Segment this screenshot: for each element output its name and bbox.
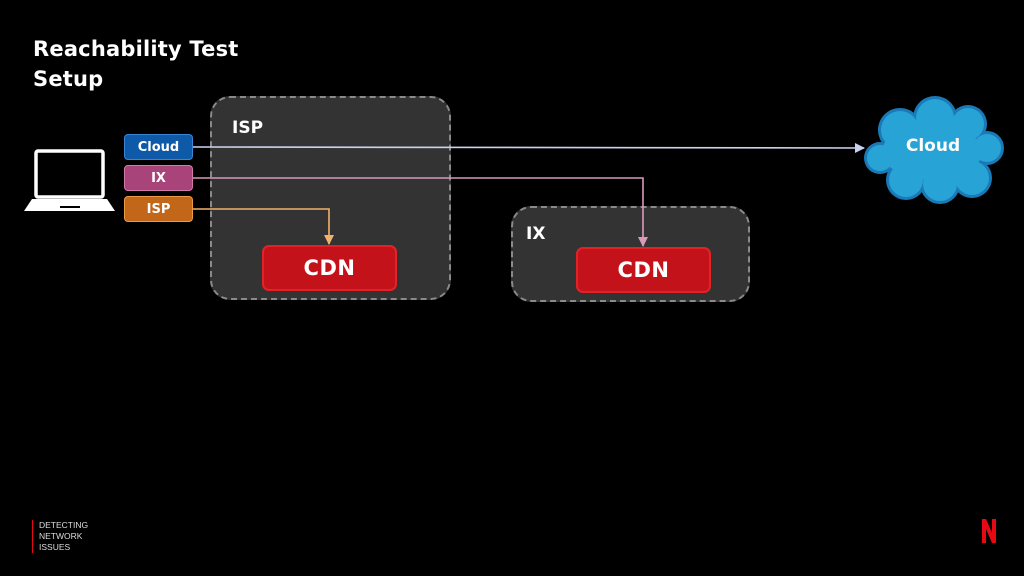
title-line-2: Setup xyxy=(33,67,104,91)
isp-path-arrow xyxy=(193,208,334,245)
isp-tag: ISP xyxy=(124,196,193,222)
netflix-logo xyxy=(982,519,996,543)
footer-line-1: DETECTING xyxy=(39,520,89,530)
ix-tag: IX xyxy=(124,165,193,191)
ix-cdn-box: CDN xyxy=(576,247,711,293)
ix-zone-label: IX xyxy=(526,224,546,244)
cloud-tag: Cloud xyxy=(124,134,193,160)
footer-line-2: NETWORK xyxy=(39,531,83,541)
title-line-1: Reachability Test xyxy=(33,37,239,61)
cloud-path-arrow xyxy=(192,142,865,153)
footer-line-3: ISSUES xyxy=(39,542,71,552)
isp-cdn-box: CDN xyxy=(262,245,397,291)
footer-section-label: DETECTING NETWORK ISSUES xyxy=(32,520,88,553)
laptop-icon xyxy=(24,149,115,211)
cloud-label: Cloud xyxy=(905,136,961,156)
page-title: Reachability Test Setup xyxy=(33,34,293,94)
ix-path-arrow xyxy=(193,177,648,247)
isp-zone-label: ISP xyxy=(232,118,264,138)
cloud-icon xyxy=(864,96,1004,204)
